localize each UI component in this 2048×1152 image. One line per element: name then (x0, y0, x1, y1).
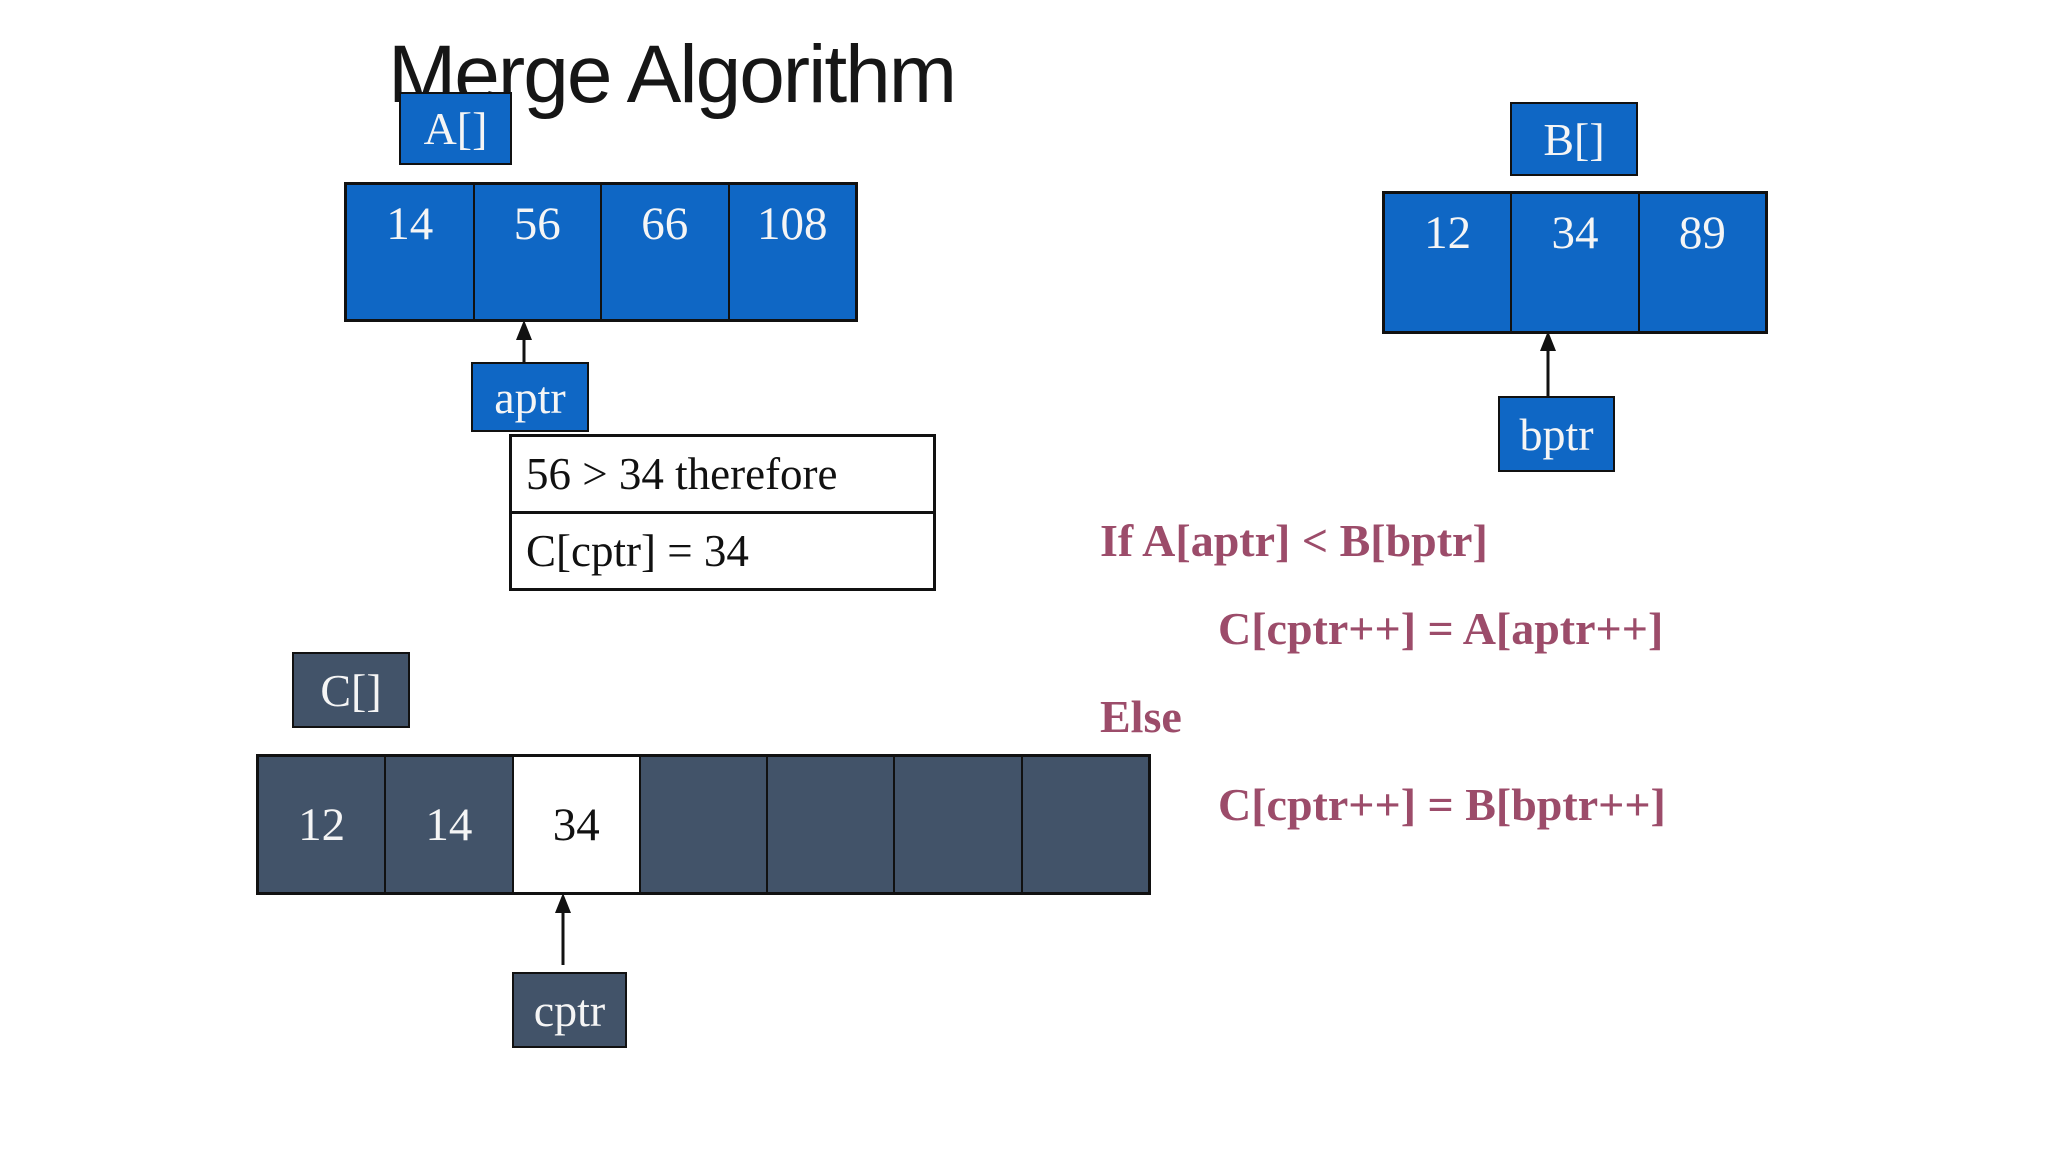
array-b-cell: 34 (1510, 194, 1638, 331)
pseudocode-else-body-line: C[cptr++] = B[bptr++] (1218, 779, 1666, 830)
array-c-cell-highlighted: 34 (511, 757, 639, 892)
array-a-cell: 66 (600, 185, 728, 319)
array-a-cell: 108 (727, 185, 855, 319)
pseudocode-if-line: If A[aptr] < B[bptr] (1100, 515, 1488, 566)
pseudocode-else-line: Else (1100, 691, 1182, 742)
array-c-cell (766, 757, 894, 892)
array-c-cell: 14 (384, 757, 512, 892)
array-a: 14 56 66 108 (344, 182, 858, 322)
array-c-label-text: C[] (320, 664, 382, 716)
array-a-cell: 14 (347, 185, 473, 319)
comparison-note-box: 56 > 34 therefore C[cptr] = 34 (509, 434, 936, 591)
aptr-pointer-box: aptr (471, 362, 589, 432)
array-b-cell: 12 (1385, 194, 1511, 331)
cptr-up-arrow (555, 893, 571, 965)
array-a-label: A[] (399, 92, 512, 165)
bptr-label-text: bptr (1519, 408, 1594, 460)
bptr-pointer-box: bptr (1498, 396, 1615, 472)
cptr-label-text: cptr (533, 984, 606, 1036)
array-c-cell (893, 757, 1021, 892)
cptr-pointer-box: cptr (512, 972, 627, 1048)
array-b-cell: 89 (1637, 194, 1765, 331)
comparison-note-line2: C[cptr] = 34 (526, 526, 749, 576)
aptr-label-text: aptr (494, 371, 566, 423)
array-c-label: C[] (292, 652, 410, 728)
bptr-up-arrow (1540, 331, 1556, 396)
array-a-cell: 56 (472, 185, 600, 319)
array-b-label: B[] (1510, 102, 1638, 176)
comparison-note-line1: 56 > 34 therefore (512, 437, 933, 514)
array-c: 12 14 34 (256, 754, 1151, 895)
array-c-cell (638, 757, 767, 892)
array-c-cell (1020, 757, 1148, 892)
array-c-cell: 12 (259, 757, 385, 892)
pseudocode-then-line: C[cptr++] = A[aptr++] (1218, 603, 1664, 654)
array-b: 12 34 89 (1382, 191, 1768, 334)
array-b-label-text: B[] (1543, 113, 1605, 165)
aptr-up-arrow (516, 320, 532, 364)
array-a-label-text: A[] (423, 103, 488, 154)
